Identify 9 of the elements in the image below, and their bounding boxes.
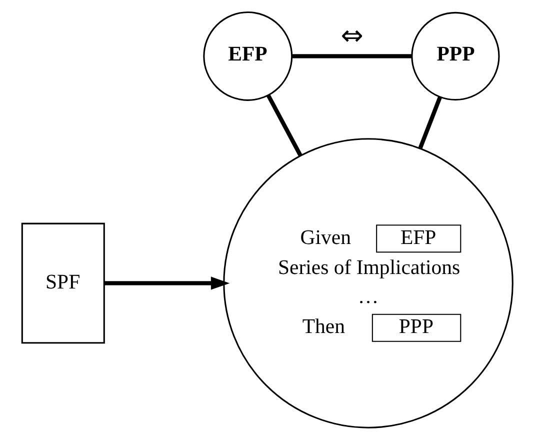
node-circle: Given EFP Series of Implications … Then PPP (223, 138, 514, 428)
node-circle: EFP (203, 12, 293, 101)
node-box: SPF (21, 222, 105, 344)
connector (418, 96, 442, 149)
edge-label: ⇔ (340, 20, 364, 52)
arrow (104, 276, 230, 290)
connector (292, 54, 412, 58)
node-circle: PPP (411, 12, 500, 101)
connector (266, 94, 302, 157)
